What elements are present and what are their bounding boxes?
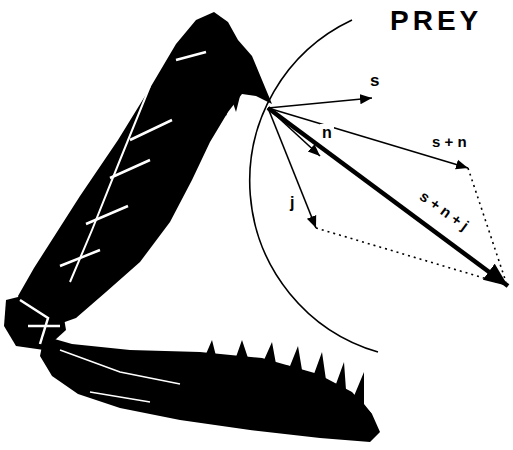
construction-line [468, 168, 506, 282]
vector-arrow [268, 98, 372, 108]
bone-seam [60, 52, 206, 266]
bone-seam [20, 300, 60, 344]
vector-label: n [320, 124, 334, 142]
upper-jaw [18, 12, 272, 328]
region-title: PREY [388, 6, 484, 37]
tooth-row [206, 340, 372, 414]
bone-seam [70, 86, 150, 282]
lower-jaw [40, 336, 380, 442]
resultant-arrow [268, 108, 508, 286]
prey-outline [250, 20, 378, 352]
tooth-row [146, 96, 240, 230]
bone-seam [60, 350, 180, 402]
vector-label: s + n [430, 134, 469, 151]
vector-label: s + n + j [415, 187, 473, 236]
construction-line [316, 228, 504, 284]
vector-label: j [288, 194, 296, 212]
vector-arrow [268, 108, 468, 168]
vector-label: s [368, 72, 381, 91]
